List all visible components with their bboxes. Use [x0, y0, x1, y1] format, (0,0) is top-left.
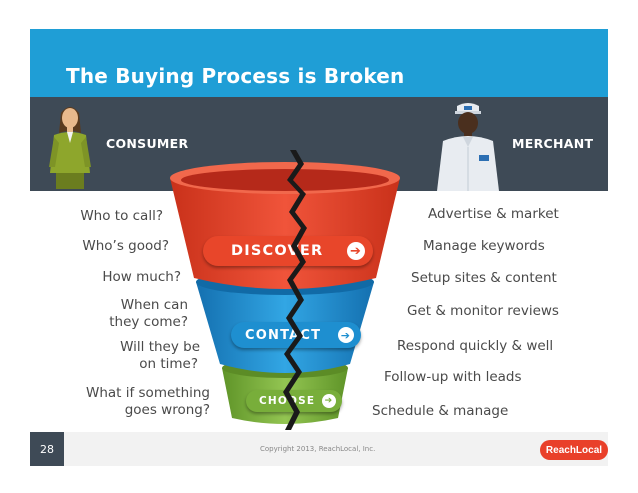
consumer-question: goes wrong?	[124, 402, 210, 418]
slide-title: The Buying Process is Broken	[66, 64, 405, 88]
merchant-task: Follow-up with leads	[384, 369, 522, 385]
merchant-task: Get & monitor reviews	[407, 303, 559, 319]
copyright-text: Copyright 2013, ReachLocal, Inc.	[260, 445, 376, 453]
page-number: 28	[30, 432, 64, 466]
consumer-question: When can	[120, 297, 188, 313]
reachlocal-logo: ReachLocal	[540, 440, 608, 460]
merchant-task: Setup sites & content	[411, 270, 557, 286]
stage-label-choose: CHOOSE	[259, 395, 316, 407]
consumer-label: CONSUMER	[106, 136, 189, 151]
stage-label-contact: CONTACT	[245, 327, 322, 343]
title-bar	[30, 29, 608, 97]
consumer-question: they come?	[109, 314, 188, 330]
woman-figure-icon	[49, 107, 91, 189]
merchant-task: Manage keywords	[423, 238, 545, 254]
worker-figure-icon	[437, 103, 499, 191]
consumer-question: Who to call?	[80, 208, 163, 224]
consumer-question: Who’s good?	[82, 238, 169, 254]
merchant-task: Respond quickly & well	[397, 338, 554, 354]
merchant-task: Schedule & manage	[372, 403, 509, 419]
footer-bar	[30, 432, 608, 466]
consumer-question: on time?	[139, 356, 198, 372]
consumer-question: What if something	[85, 385, 210, 401]
stage-pill-discover: DISCOVER ➔	[203, 236, 373, 266]
merchant-label: MERCHANT	[512, 136, 594, 151]
arrow-right-icon: ➔	[347, 242, 365, 260]
consumer-question: How much?	[102, 269, 181, 285]
crack-icon	[283, 150, 307, 430]
arrow-right-icon: ➔	[322, 394, 336, 408]
stage-pill-choose: CHOOSE ➔	[246, 390, 342, 412]
arrow-right-icon: ➔	[338, 327, 354, 343]
consumer-question: Will they be	[120, 339, 200, 355]
merchant-task: Advertise & market	[428, 206, 559, 222]
